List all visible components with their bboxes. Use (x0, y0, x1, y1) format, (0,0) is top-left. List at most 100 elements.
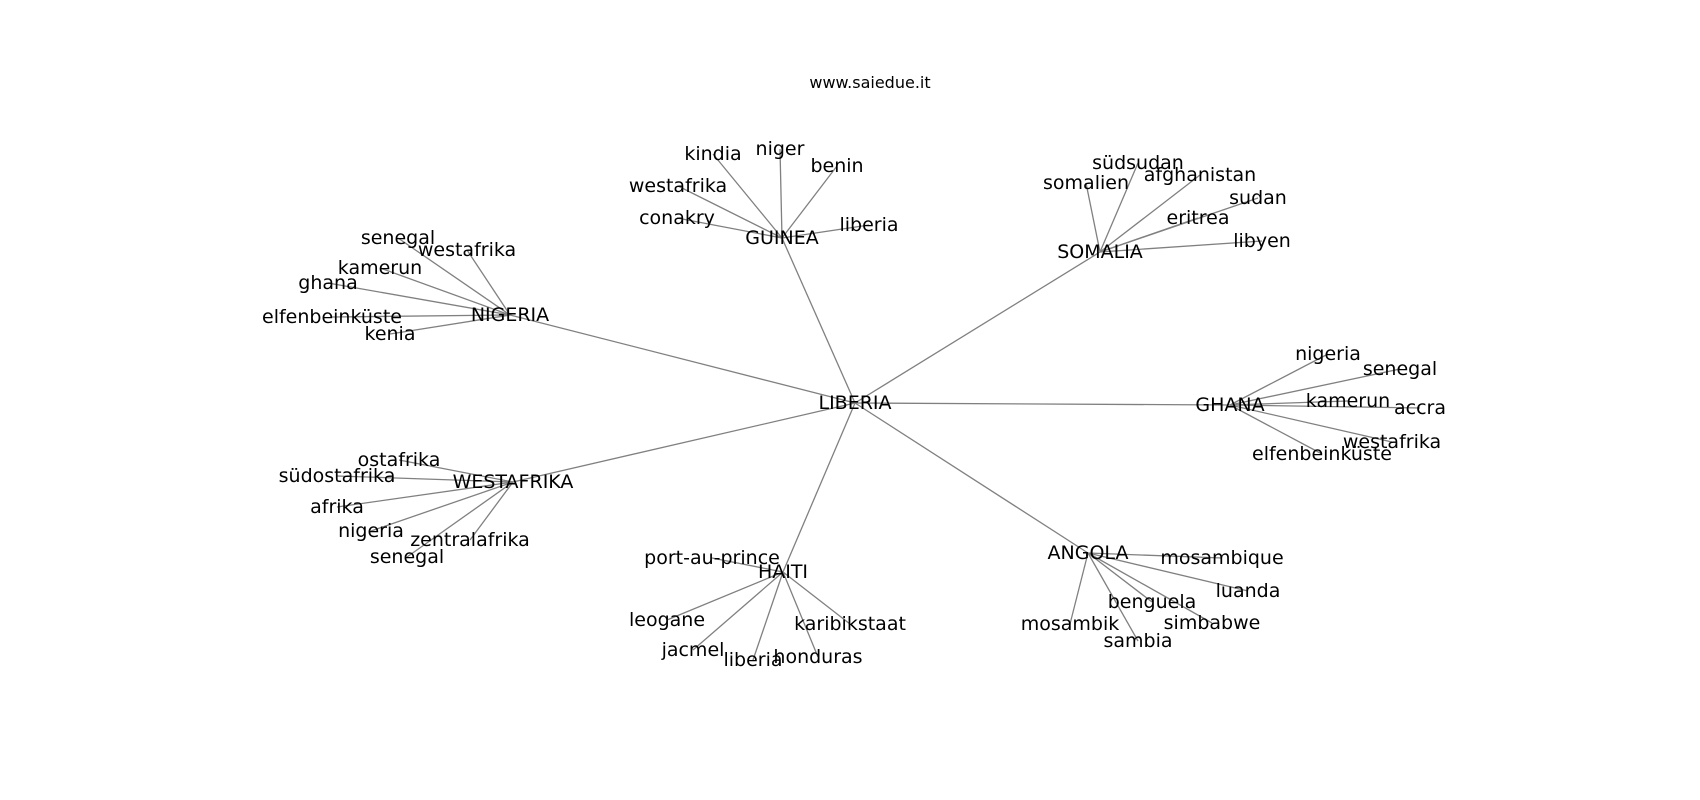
leaf-node-label: westafrika (1343, 431, 1441, 453)
edge-angola-child (1087, 552, 1223, 559)
leaf-node-label: mosambique (1160, 547, 1283, 569)
edge-center-haiti (782, 402, 856, 573)
leaf-node-label: port-au-prince (644, 547, 780, 569)
leaf-node-label: elfenbeinküste (262, 306, 402, 328)
leaf-node-label: kindia (684, 143, 741, 165)
leaf-node-label: nigeria (338, 520, 404, 542)
edge-westafrika-child (370, 481, 514, 532)
leaf-node-label: niger (756, 138, 805, 160)
leaf-node-label: elfenbeinküste (1252, 443, 1392, 465)
edge-guinea-child (676, 217, 783, 239)
leaf-node-label: leogane (629, 609, 705, 631)
edge-guinea-child (781, 165, 838, 239)
leaf-node-label: südsudan (1092, 152, 1184, 174)
edge-center-ghana (854, 402, 1231, 406)
hub-node-label: HAITI (758, 561, 808, 583)
edge-westafrika-child (336, 481, 514, 508)
leaf-node-label: kamerun (1306, 390, 1390, 412)
edge-westafrika-child (398, 459, 514, 483)
edge-haiti-child (782, 571, 851, 625)
edge-angola-child (1087, 552, 1213, 624)
edge-haiti-child (782, 571, 819, 658)
leaf-node-label: westafrika (629, 175, 727, 197)
edge-westafrika-child (469, 481, 514, 541)
edge-somalia-child (1099, 174, 1201, 253)
leaf-node-label: mosambik (1021, 613, 1120, 635)
edge-angola-child (1087, 552, 1249, 592)
leaf-node-label: nigeria (1295, 343, 1361, 365)
leaf-node-label: somalien (1043, 172, 1129, 194)
edge-center-somalia (854, 251, 1101, 404)
edges (327, 148, 1421, 661)
edge-center-westafrika (512, 402, 856, 483)
edge-ghana-child (1229, 368, 1401, 406)
leaf-node-label: jacmel (661, 639, 725, 661)
leaf-node-label: sudan (1229, 187, 1287, 209)
leaf-node-label: ghana (298, 272, 357, 294)
leaf-node-label: kamerun (338, 257, 422, 279)
hub-node-label: SOMALIA (1057, 241, 1143, 263)
edge-ghana-child (1229, 404, 1393, 443)
edge-somalia-child (1099, 162, 1139, 253)
edge-angola-child (1087, 552, 1153, 603)
edge-guinea-child (712, 153, 783, 239)
edge-somalia-child (1085, 182, 1101, 253)
edge-westafrika-child (336, 475, 514, 483)
edge-nigeria-child (389, 314, 511, 335)
edge-haiti-child (711, 557, 784, 573)
leaf-node-label: südostafrika (279, 465, 396, 487)
edge-ghana-child (1229, 404, 1421, 409)
leaf-node-label: sambia (1103, 630, 1172, 652)
hub-node-label: GHANA (1195, 394, 1264, 416)
leaf-node-label: luanda (1216, 580, 1281, 602)
edge-center-nigeria (509, 314, 856, 404)
leaf-node-label: senegal (1363, 358, 1437, 380)
edge-nigeria-child (466, 249, 511, 316)
leaf-node-label: libyen (1233, 230, 1291, 252)
edge-guinea-child (779, 148, 783, 239)
leaf-node-label: afrika (310, 496, 364, 518)
leaf-node-label: liberia (839, 214, 898, 236)
edge-nigeria-child (379, 267, 511, 316)
edge-guinea-child (781, 224, 870, 239)
edge-ghana-child (1229, 400, 1349, 406)
leaf-node-label: accra (1394, 397, 1446, 419)
edge-haiti-child (692, 571, 784, 651)
leaf-node-label: ostafrika (358, 449, 441, 471)
leaf-node-label: conakry (639, 207, 715, 229)
edge-ghana-child (1229, 404, 1323, 455)
edge-angola-child (1069, 552, 1089, 625)
leaf-node-label: senegal (370, 546, 444, 568)
edge-haiti-child (752, 571, 784, 661)
leaf-node-label: liberia (723, 649, 782, 671)
edge-haiti-child (666, 571, 784, 621)
edge-center-angola (854, 402, 1089, 554)
hub-node-label: NIGERIA (471, 304, 549, 326)
edge-nigeria-child (397, 237, 511, 316)
hub-node-label: GUINEA (745, 227, 818, 249)
edge-nigeria-child (327, 282, 511, 316)
leaf-node-label: benin (810, 155, 863, 177)
leaf-node-label: westafrika (418, 239, 516, 261)
leaf-node-label: kenia (365, 323, 416, 345)
edge-somalia-child (1099, 240, 1263, 253)
site-title: www.saiedue.it (809, 73, 930, 92)
leaf-node-label: karibikstaat (794, 613, 906, 635)
hub-node-label: WESTAFRIKA (453, 471, 574, 493)
leaf-node-label: senegal (361, 227, 435, 249)
leaf-node-label: benguela (1108, 591, 1197, 613)
edge-somalia-child (1099, 217, 1199, 253)
leaf-node-label: simbabwe (1164, 612, 1261, 634)
edge-ghana-child (1229, 353, 1329, 406)
edge-westafrika-child (406, 481, 514, 558)
edge-nigeria-child (331, 314, 511, 318)
leaf-node-label: zentralafrika (410, 529, 530, 551)
edge-angola-child (1087, 552, 1139, 642)
edge-guinea-child (677, 185, 783, 239)
leaf-node-label: honduras (773, 646, 862, 668)
hub-node-label: ANGOLA (1048, 542, 1129, 564)
edge-center-guinea (781, 237, 856, 404)
leaf-node-label: eritrea (1167, 207, 1230, 229)
